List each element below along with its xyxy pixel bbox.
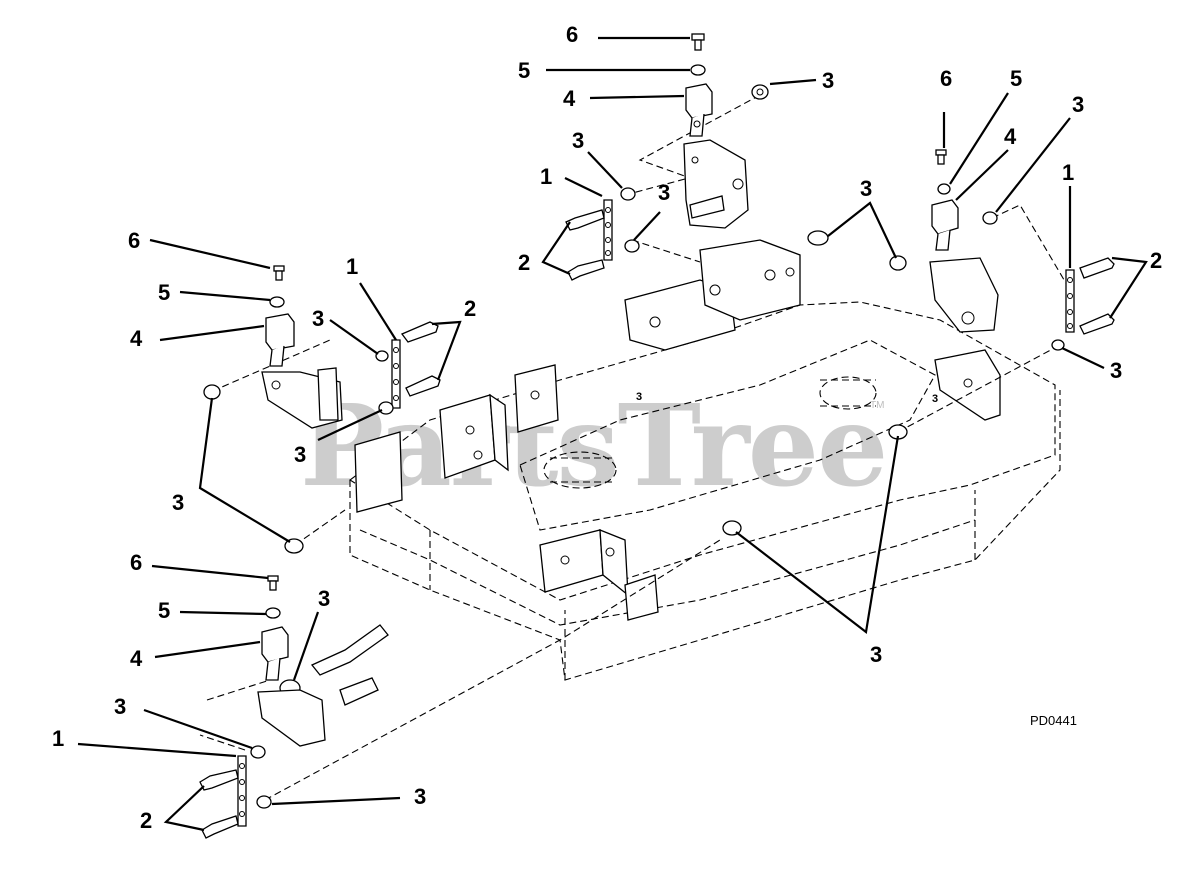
callout-6-top: 6 [566, 22, 578, 47]
callout-4-top: 4 [563, 86, 576, 111]
callout-3-bottom-nut: 3 [114, 694, 126, 719]
leader-lines [77, 36, 1148, 832]
callout-3-right-nut: 3 [1110, 358, 1122, 383]
deck-bracket-front-right [539, 529, 659, 621]
callout-5-right: 5 [1010, 66, 1022, 91]
deck-label-3: 3 [932, 393, 938, 405]
callout-4-bottom: 4 [130, 646, 143, 671]
callout-3-right-top: 3 [1072, 92, 1084, 117]
callout-1-right: 1 [1062, 160, 1074, 185]
callout-3-top-lower: 3 [658, 180, 670, 205]
callouts: 6 5 3 4 3 1 3 2 6 5 3 4 3 1 2 3 6 5 4 1 … [52, 22, 1162, 833]
callout-6-bottom: 6 [130, 550, 142, 575]
callout-2-left: 2 [464, 296, 476, 321]
callout-3-top-right: 3 [822, 68, 834, 93]
callout-5-bottom: 5 [158, 598, 170, 623]
deck-bracket-right [934, 349, 1001, 421]
callout-3-bottom-spacer: 3 [318, 586, 330, 611]
callout-3-right-washers: 3 [860, 176, 872, 201]
callout-3-left-lower: 3 [294, 442, 306, 467]
assembly-bottom-left [199, 520, 742, 839]
callout-2-top: 2 [518, 250, 530, 275]
callout-3-left-nut: 3 [312, 306, 324, 331]
callout-6-right: 6 [940, 66, 952, 91]
callout-2-right: 2 [1150, 248, 1162, 273]
assembly-right [807, 149, 1115, 440]
deck-bracket-front-left [354, 364, 559, 513]
callout-1-bottom: 1 [52, 726, 64, 751]
deck-label-3b: 3 [636, 391, 642, 403]
deck-bracket-rear [624, 239, 801, 351]
callout-4-right: 4 [1004, 124, 1017, 149]
callout-4-left: 4 [130, 326, 143, 351]
assembly-left [203, 265, 441, 554]
callout-1-top: 1 [540, 164, 552, 189]
callout-3-deck: 3 [870, 642, 882, 667]
callout-3-top-left: 3 [572, 128, 584, 153]
drawing-code: PD0441 [1030, 713, 1077, 728]
callout-3-bottom-right: 3 [414, 784, 426, 809]
callout-1-left: 1 [346, 254, 358, 279]
callout-3-left-washers: 3 [172, 490, 184, 515]
callout-5-top: 5 [518, 58, 530, 83]
assembly-top-center [565, 33, 769, 281]
callout-6-left: 6 [128, 228, 140, 253]
trademark: TM [870, 400, 884, 411]
callout-2-bottom: 2 [140, 808, 152, 833]
callout-5-left: 5 [158, 280, 170, 305]
